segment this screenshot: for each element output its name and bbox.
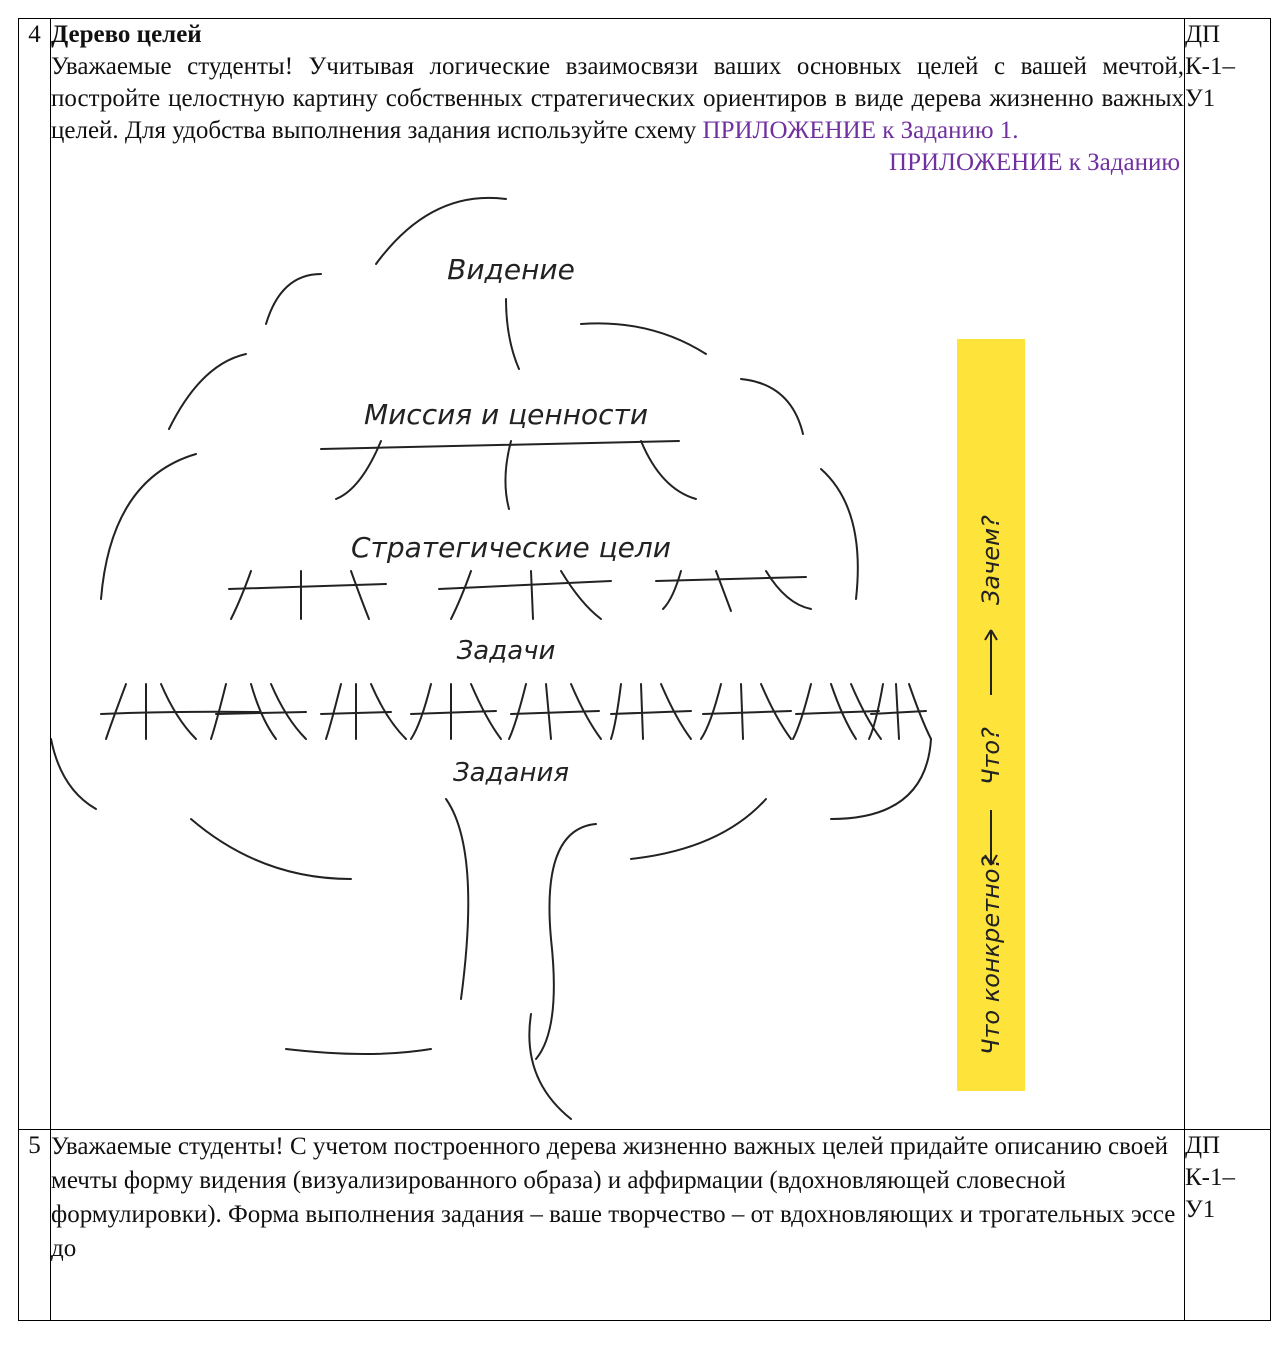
table-row: 5 Уважаемые студенты! С учетом построенн… (18, 1129, 1271, 1321)
task-description: Уважаемые студенты! Учитывая логические … (51, 51, 1184, 147)
code-line: К-1– (1185, 1164, 1235, 1191)
row-content: Уважаемые студенты! С учетом построенног… (50, 1129, 1185, 1321)
code-line: ДП (1185, 21, 1221, 48)
level-assignments-label: Задания (453, 758, 569, 788)
goal-tree-drawing: Видение Миссия и ценности Стратегические… (51, 196, 1025, 1120)
level-mission-label: Миссия и ценности (364, 398, 648, 431)
arrow-right-head (984, 629, 998, 641)
direction-bar: Что конкретно? Что? Зачем? (957, 339, 1025, 1091)
competency-code: ДП К-1– У1 (1184, 1129, 1271, 1321)
task-text: Уважаемые студенты! Учитывая логические … (51, 53, 1184, 144)
tree-level-labels: Видение Миссия и ценности Стратегические… (351, 253, 671, 788)
code-line: У1 (1185, 1196, 1216, 1223)
tree-crown-outline (51, 196, 932, 880)
row-number: 4 (18, 18, 51, 1130)
level-tasks-label: Задачи (457, 636, 556, 666)
table-row: 4 Дерево целей Уважаемые студенты! Учиты… (18, 18, 1271, 1130)
direction-label-what: Что? (977, 727, 1005, 785)
task-title: Дерево целей (51, 21, 202, 48)
code-line: У1 (1185, 85, 1216, 112)
goal-tree-diagram: Видение Миссия и ценности Стратегические… (51, 179, 1185, 1129)
direction-label-concrete: Что конкретно? (977, 856, 1005, 1055)
appendix-link[interactable]: ПРИЛОЖЕНИЕ к Заданию 1. (702, 117, 1019, 144)
competency-code: ДП К-1– У1 (1184, 18, 1271, 1130)
code-line: К-1– (1185, 53, 1235, 80)
row-number: 5 (18, 1129, 51, 1321)
tree-trunk (285, 798, 597, 1120)
direction-label-why: Зачем? (977, 515, 1005, 605)
assignment-table: 4 Дерево целей Уважаемые студенты! Учиты… (18, 18, 1271, 1321)
direction-bar-text: Что конкретно? Что? Зачем? (977, 515, 1005, 1055)
code-line: ДП (1185, 1132, 1221, 1159)
arrow-left-head (984, 854, 998, 866)
row-content: Дерево целей Уважаемые студенты! Учитыва… (50, 18, 1185, 1130)
task-description: Уважаемые студенты! С учетом построенног… (51, 1133, 1176, 1262)
level-goals-label: Стратегические цели (351, 531, 671, 564)
appendix-caption: ПРИЛОЖЕНИЕ к Заданию (889, 149, 1180, 176)
tree-branches (100, 298, 932, 740)
level-vision-label: Видение (447, 253, 575, 286)
direction-bar-background (957, 339, 1025, 1091)
